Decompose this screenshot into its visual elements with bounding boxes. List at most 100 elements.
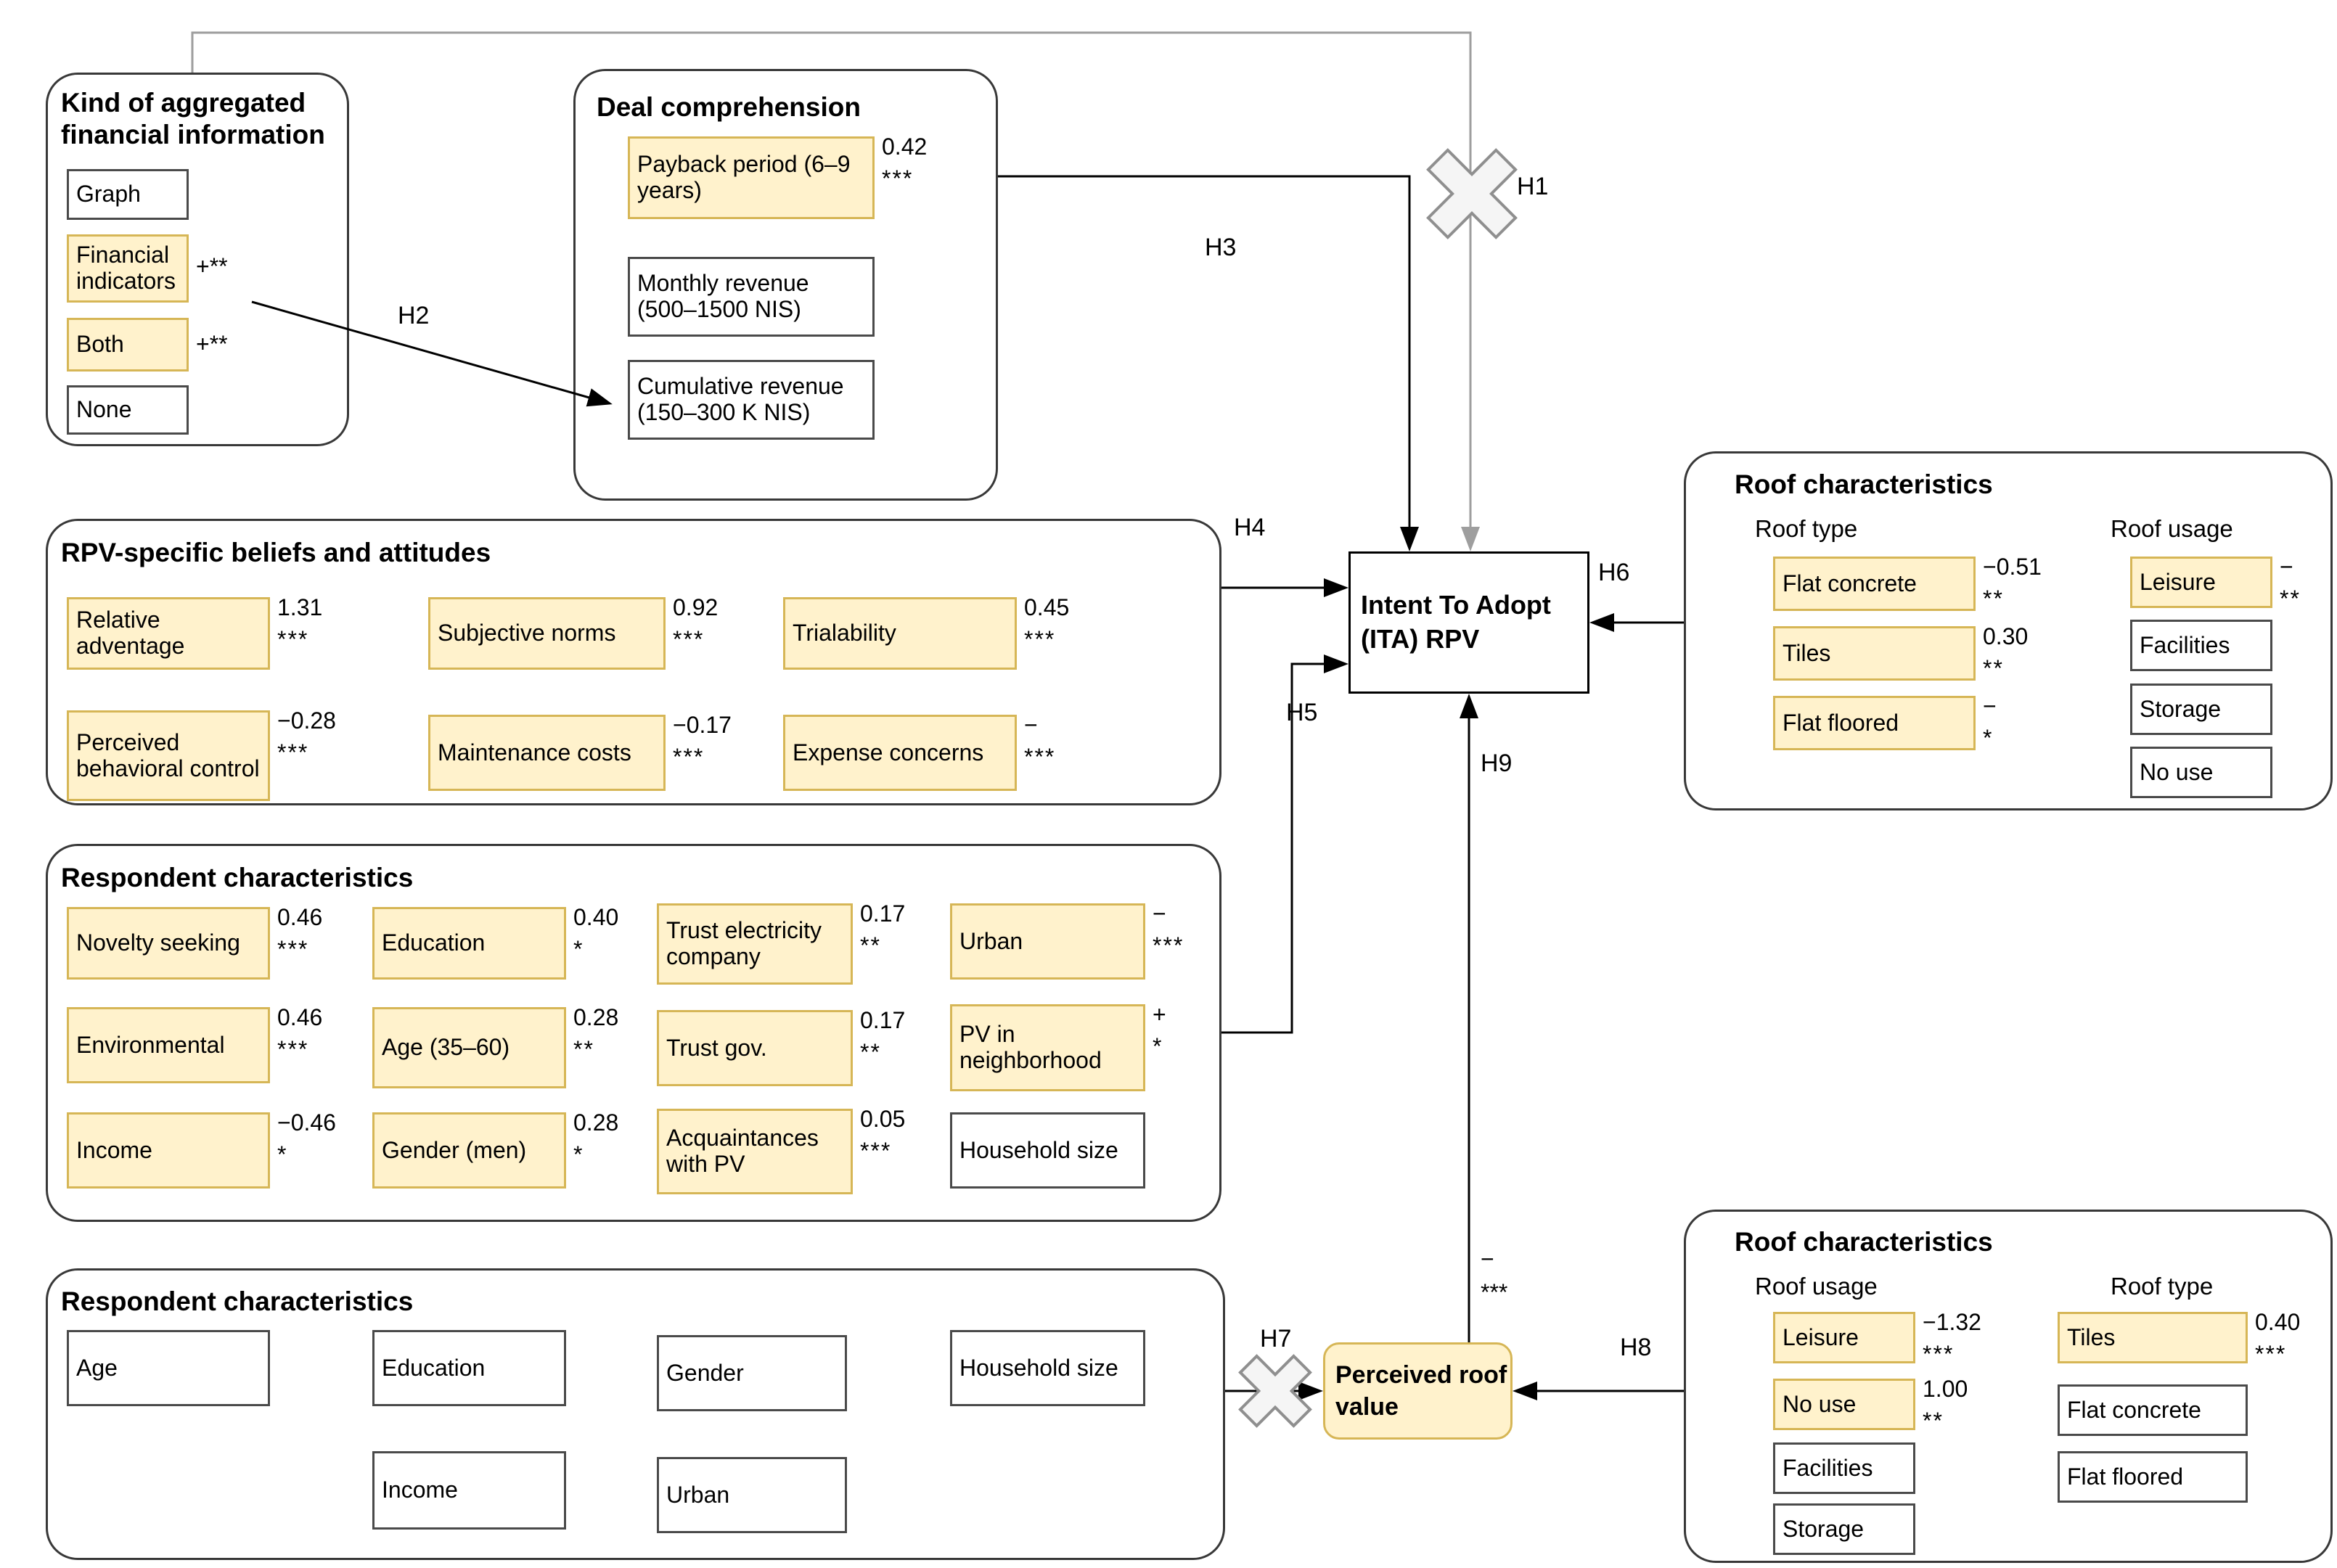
coefficient: 0.05 *** — [860, 1103, 905, 1167]
diagram-item: Subjective norms — [428, 597, 666, 670]
diagram-item: Household size — [950, 1112, 1145, 1189]
coefficient-stars: *** — [860, 1138, 892, 1164]
coefficient: −* — [1983, 690, 1997, 754]
diagram-item-label: Relative adventage — [76, 607, 185, 659]
edge-h5 — [1221, 654, 1348, 1034]
diagram-item-label: Flat concrete — [1783, 570, 1917, 596]
diagram-item-label: Flat concrete — [2067, 1396, 2201, 1423]
rejected-cross-icon-h7 — [1238, 1354, 1312, 1428]
coefficient: −0.46* — [277, 1107, 336, 1170]
coefficient-value: − — [1153, 900, 1166, 927]
coefficient-value: 1.31 — [277, 594, 323, 620]
diagram-item: Flat concrete — [2058, 1384, 2248, 1436]
coefficient: 0.46*** — [277, 901, 322, 965]
diagram-item: Household size — [950, 1330, 1145, 1406]
coefficient: +* — [1153, 998, 1166, 1062]
diagram-item: Education — [372, 1330, 566, 1406]
diagram-item-label: Payback period (6–9 years) — [637, 151, 851, 203]
coefficient-value: −0.51 — [1983, 554, 2042, 580]
diagram-item: No use — [1773, 1379, 1915, 1430]
diagram-item-label: None — [76, 396, 132, 423]
coefficient: 0.28* — [573, 1107, 618, 1170]
coefficient: −1.32 *** — [1923, 1306, 1981, 1370]
diagram-item-label: Perceived behavioral control — [76, 728, 260, 781]
coefficient-stars: ** — [2280, 586, 2301, 612]
coefficient-value: 0.28 — [573, 1109, 619, 1136]
coefficient-value: + — [1153, 1001, 1166, 1027]
diagram-item-label: Gender (men) — [382, 1136, 527, 1163]
column-label-roof-usage: Roof usage — [1755, 1273, 1878, 1300]
diagram-item: Both — [67, 318, 189, 372]
coefficient-stars: *** — [277, 626, 309, 652]
coefficient-value: 0.40 — [2255, 1309, 2301, 1335]
coefficient: 0.46*** — [277, 1001, 322, 1065]
coefficient-value: 1.00 — [1923, 1376, 1968, 1402]
coefficient: +** — [196, 250, 228, 282]
coefficient-value: 0.30 — [1983, 623, 2029, 649]
diagram-item: Education — [372, 907, 566, 980]
diagram-item: Cumulative revenue (150–300 K NIS) — [628, 360, 875, 440]
diagram-item-label: Leisure — [1783, 1323, 1859, 1350]
coefficient-stars: *** — [1481, 1279, 1508, 1305]
coefficient: −0.51** — [1983, 551, 2042, 615]
group-title: Roof characteristics — [1735, 1227, 1993, 1257]
coefficient-h9: − *** — [1481, 1242, 1507, 1309]
coefficient: 0.30** — [1983, 620, 2028, 684]
diagram-item: Age (35–60) — [372, 1007, 566, 1088]
column-label-roof-usage: Roof usage — [2111, 515, 2233, 542]
column-label-roof-type: Roof type — [2111, 1273, 2214, 1300]
intent-to-adopt-node: Intent To Adopt (ITA) RPV — [1348, 551, 1589, 694]
coefficient-stars: * — [1983, 725, 1994, 751]
diagram-item: No use — [2130, 747, 2272, 798]
group-title: RPV-specific beliefs and attitudes — [61, 538, 491, 567]
diagram-item-label: Age — [76, 1354, 118, 1381]
coefficient: −0.17*** — [673, 709, 732, 773]
hypothesis-label-h9: H9 — [1481, 750, 1513, 777]
diagram-item: Leisure — [2130, 557, 2272, 608]
coefficient-stars: * — [573, 936, 584, 962]
coefficient: −*** — [1153, 898, 1184, 961]
diagram-item: Flat floored — [2058, 1451, 2248, 1503]
coefficient-value: 0.17 — [860, 1007, 906, 1033]
hypothesis-label-h6: H6 — [1598, 559, 1630, 586]
diagram-item-label: Trust gov. — [666, 1034, 767, 1061]
diagram-item: Relative adventage — [67, 597, 270, 670]
coefficient-stars: * — [277, 1141, 288, 1167]
diagram-item: Trialability — [783, 597, 1017, 670]
diagram-item-label: Maintenance costs — [438, 739, 631, 765]
diagram-item-label: Household size — [959, 1354, 1118, 1381]
diagram-item: Payback period (6–9 years) — [628, 136, 875, 219]
coefficient-value: 0.45 — [1024, 594, 1070, 620]
diagram-item-label: Household size — [959, 1136, 1118, 1163]
diagram-item: Trust electricity company — [657, 903, 853, 985]
diagram-item-label: Financial indicators — [76, 242, 176, 294]
diagram-item: Trust gov. — [657, 1010, 853, 1086]
coefficient-value: 0.46 — [277, 904, 323, 930]
diagram-item-label: Acquaintances with PV — [666, 1125, 819, 1177]
coefficient-value: −1.32 — [1923, 1309, 1981, 1335]
diagram-item-label: Both — [76, 331, 124, 358]
diagram-item-label: Flat floored — [2067, 1463, 2184, 1490]
group-respondent-characteristics-2 — [46, 1268, 1225, 1560]
hypothesis-label-h4: H4 — [1234, 514, 1266, 541]
coefficient: −** — [2280, 551, 2301, 615]
diagram-item: Acquaintances with PV — [657, 1109, 853, 1194]
coefficient-stars: *** — [1024, 744, 1056, 770]
coefficient-stars: *** — [1024, 626, 1056, 652]
diagram-item-label: Age (35–60) — [382, 1034, 510, 1061]
diagram-item: Storage — [1773, 1503, 1915, 1555]
diagram-item: PV in neighborhood — [950, 1004, 1145, 1091]
coefficient-value: +** — [196, 331, 228, 357]
diagram-item: Age — [67, 1330, 270, 1406]
coefficient: 1.00** — [1923, 1373, 1968, 1437]
coefficient-value: 0.40 — [573, 904, 619, 930]
coefficient-stars: *** — [277, 739, 309, 765]
diagram-item: Urban — [657, 1457, 847, 1533]
coefficient-stars: *** — [882, 165, 914, 192]
diagram-item-label: Trialability — [793, 620, 896, 647]
coefficient-value: −0.28 — [277, 707, 336, 734]
coefficient-value: 0.05 — [860, 1106, 906, 1132]
diagram-item: Novelty seeking — [67, 907, 270, 980]
coefficient-stars: ** — [860, 932, 881, 959]
coefficient-stars: *** — [1923, 1341, 1955, 1367]
